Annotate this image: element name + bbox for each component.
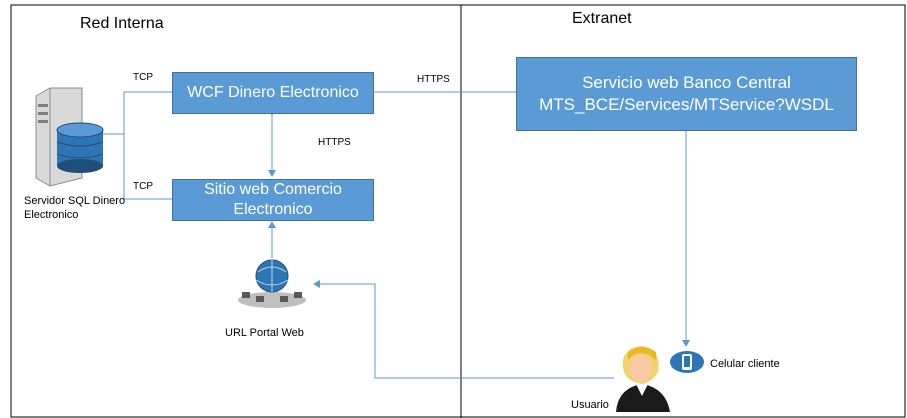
tcp-label-wcf: TCP [133,72,153,83]
web-site-label: Sitio web Comercio Electronico [204,181,342,218]
central-bank-service-box: Servicio web Banco Central MTS_BCE/Servi… [516,57,857,131]
user-to-portal-arrow [313,280,614,379]
wcf-service-label: WCF Dinero Electronico [187,84,359,101]
user-label: Usuario [571,399,609,411]
tcp-connector-web [97,133,172,200]
zone-title-extranet: Extranet [572,10,632,27]
central-bank-service-label: Servicio web Banco Central MTS_BCE/Servi… [539,73,834,114]
mobile-label: Celular cliente [710,358,780,370]
https-label-bank: HTTPS [417,74,450,85]
portal-label: URL Portal Web [225,327,304,339]
tcp-label-web: TCP [133,181,153,192]
sql-server-label: Servidor SQL Dinero Electronico [24,195,126,221]
https-label-wcf-web: HTTPS [318,137,351,148]
web-site-box: Sitio web Comercio Electronico [172,179,374,221]
wcf-service-box: WCF Dinero Electronico [172,72,374,114]
tcp-connector-wcf [97,91,172,135]
outer-frame [10,4,906,418]
zone-title-internal: Red Interna [80,15,164,32]
globe-network-icon [238,259,306,308]
mobile-phone-icon [670,351,704,373]
user-person-icon [616,346,670,412]
database-server-icon [35,87,104,187]
